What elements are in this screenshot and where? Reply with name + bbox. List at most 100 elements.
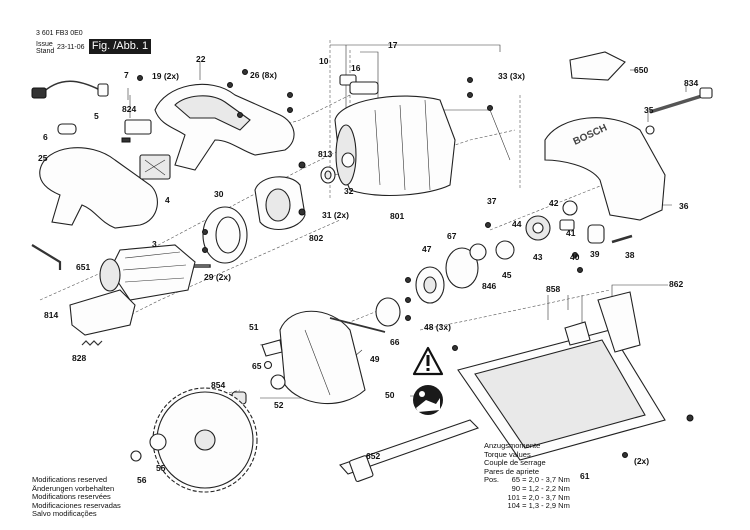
- part-56-screw: [130, 450, 142, 462]
- label-652: 652: [366, 451, 380, 461]
- part-61-base-plate: [457, 329, 666, 461]
- label-22: 22: [196, 54, 206, 64]
- part-43-gear: [525, 215, 551, 241]
- torque-title: Pares de apriete: [484, 466, 540, 476]
- part-846-gasket: [445, 247, 479, 289]
- label-25: 25: [38, 153, 48, 163]
- label-39: 39: [590, 249, 600, 259]
- label-16: 16: [351, 63, 361, 73]
- part-39-cylinder: [587, 224, 605, 244]
- part-32-bearing: [341, 152, 355, 168]
- label-7: 7: [124, 70, 129, 80]
- label-65: 65: [252, 361, 262, 371]
- part-25-handle-shell: [39, 147, 158, 229]
- label-67: 67: [447, 231, 457, 241]
- part-17-brush-holder-group: [339, 74, 379, 95]
- label-29: 29 (2x): [204, 272, 231, 282]
- part-38-pin: [611, 234, 633, 244]
- part-22-handle-housing: [154, 83, 295, 171]
- part-30-fan-guide: [202, 206, 248, 264]
- part-51-lower-guard: [279, 310, 366, 405]
- label-31: 31 (2x): [322, 210, 349, 220]
- torque-row: 104 = 1,3 - 2,9 Nm: [507, 501, 570, 511]
- note-line: Modifications reserved: [32, 475, 108, 484]
- part-862-bevel-bracket: [597, 291, 641, 353]
- label-19: 19 (2x): [152, 71, 179, 81]
- part-47-flange: [415, 266, 445, 304]
- label-10: 10: [319, 56, 329, 66]
- label-36: 36: [679, 201, 689, 211]
- label-35: 35: [644, 105, 654, 115]
- label-862: 862: [669, 279, 683, 289]
- torque-title: Torque values: [484, 449, 531, 459]
- part-828-spring: [81, 340, 103, 346]
- part-45-ring: [495, 240, 515, 260]
- part-5-power-cord: [31, 80, 109, 99]
- screws: [137, 69, 694, 458]
- part-854-lever: [261, 339, 283, 357]
- label-55: 55: [156, 463, 166, 473]
- label-52: 52: [274, 400, 284, 410]
- label-37: 37: [487, 196, 497, 206]
- torque-table: Anzugsmomente Torque values Couple de se…: [484, 441, 570, 511]
- label-854: 854: [211, 380, 225, 390]
- label-6: 6: [43, 132, 48, 142]
- part-4-electronic-module: [139, 154, 171, 180]
- label-650: 650: [634, 65, 648, 75]
- part-52-ring: [270, 374, 286, 390]
- torque-title: Couple de serrage: [484, 458, 546, 468]
- part-6-cord-sleeve: [57, 123, 77, 135]
- part-802-field-stator: [254, 176, 306, 231]
- part-813-bearing: [320, 166, 336, 184]
- label-30: 30: [214, 189, 224, 199]
- part-42-bearing: [562, 200, 578, 216]
- part-number: 3 601 FB3 0E0: [36, 30, 83, 37]
- part-35-washer: [645, 125, 655, 135]
- issue-label: Issue: [36, 41, 53, 48]
- part-36-upper-guard: BOSCH: [544, 117, 666, 221]
- label-49: 49: [370, 354, 380, 364]
- stand-label: Stand: [36, 48, 55, 55]
- label-43: 43: [533, 252, 543, 262]
- label-38: 38: [625, 250, 635, 260]
- note-line: Modifications reservées: [32, 492, 111, 502]
- saw-blade: [152, 387, 258, 493]
- part-66-ring: [375, 297, 401, 327]
- torque-title: Anzugsmomente: [484, 441, 541, 450]
- label-846: 846: [482, 281, 496, 291]
- part-834-pin: [649, 87, 713, 114]
- label-824: 824: [122, 104, 136, 114]
- label-26: 26 (8x): [250, 70, 277, 80]
- label-61: 61: [580, 471, 590, 481]
- note-line: Modificaciones reservadas: [32, 500, 121, 510]
- label-48: 48 (3x): [424, 322, 451, 332]
- modifications-notes: Modifications reserved Änderungen vorbeh…: [32, 475, 121, 519]
- label-51: 51: [249, 322, 259, 332]
- warning-triangle-icon: [412, 346, 444, 376]
- label-5: 5: [94, 111, 99, 121]
- part-652-parallel-guide: [339, 419, 480, 482]
- label-802: 802: [309, 233, 323, 243]
- part-55-flange: [149, 433, 167, 451]
- part-824-switch: [121, 119, 152, 143]
- note-line: Salvo modificações: [32, 509, 97, 519]
- part-650-dust-adapter: [569, 51, 626, 81]
- part-801-motor-housing: [334, 95, 456, 196]
- part-labels: 17 10 16 33 (3x) 650 834 7 19 (2x) 22 26…: [38, 40, 698, 485]
- label-47: 47: [422, 244, 432, 254]
- part-858-lever: [564, 321, 591, 346]
- torque-row: 101 = 2,0 - 3,7 Nm: [507, 492, 570, 502]
- label-41: 41: [566, 228, 576, 238]
- label-2x: (2x): [634, 456, 649, 466]
- part-65-screw: [263, 360, 273, 370]
- label-651: 651: [76, 262, 90, 272]
- label-44: 44: [512, 219, 522, 229]
- part-3-armature: [99, 244, 211, 301]
- label-3: 3: [152, 239, 157, 249]
- label-32: 32: [344, 186, 354, 196]
- part-49-spring: [329, 317, 386, 333]
- label-40: 40: [570, 252, 580, 262]
- part-651-hex-key: [31, 244, 62, 270]
- part-67-bearing: [469, 243, 487, 261]
